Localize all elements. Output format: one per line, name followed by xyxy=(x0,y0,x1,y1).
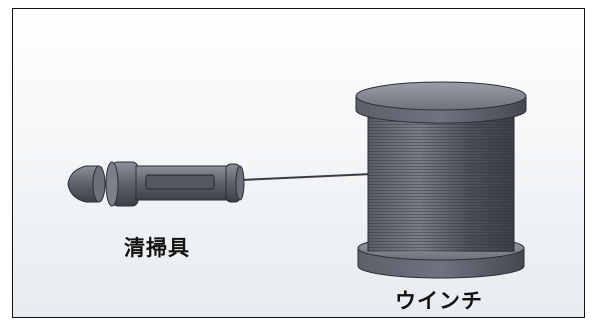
cable xyxy=(239,173,373,181)
winch xyxy=(355,81,527,279)
cleaning-tool-label: 清掃具 xyxy=(124,236,190,260)
cleaning-tool xyxy=(67,161,245,207)
winch-label: ウインチ xyxy=(395,289,483,313)
